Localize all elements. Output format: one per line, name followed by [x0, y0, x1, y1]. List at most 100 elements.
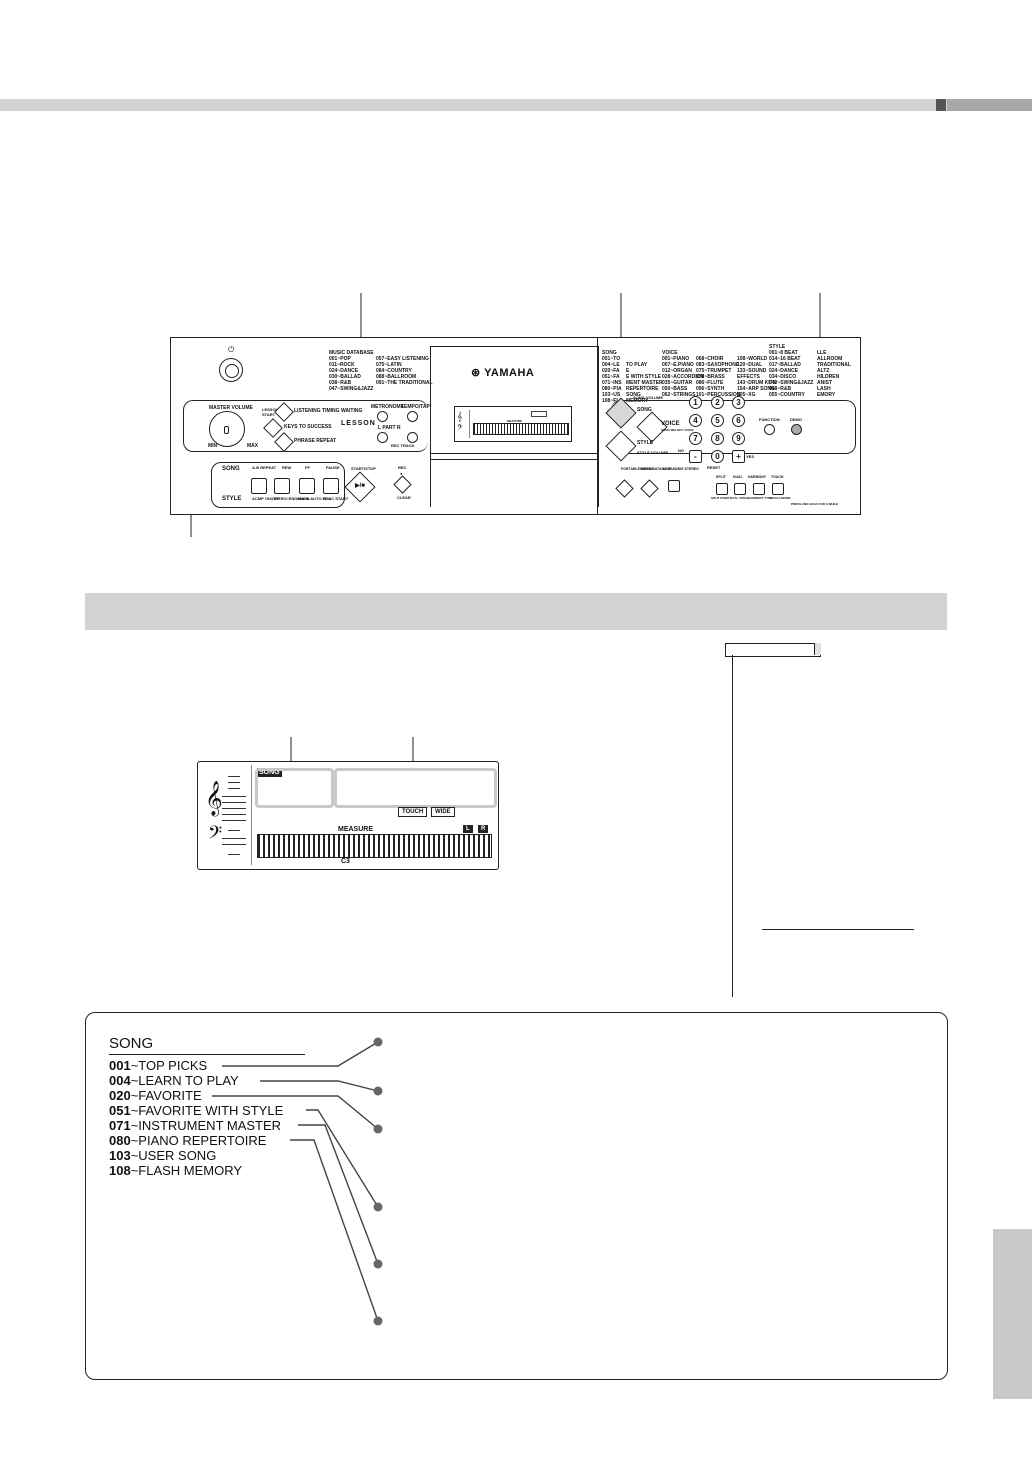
voice-list-col1: 001~PIANO 007~E.PIANO 012~ORGAN 028~ACCO…	[662, 356, 705, 398]
music-database-btn-label: MUSIC DATABASE	[640, 467, 672, 471]
music-database-header: MUSIC DATABASE	[329, 350, 374, 356]
lcd-measure-label: MEASURE	[338, 826, 374, 833]
dual-voice-label: DUAL VOICE	[730, 496, 749, 500]
press-hold-label: PRESS AND HOLD FOR A WHILE	[791, 502, 839, 506]
section-bar	[85, 593, 947, 630]
lesson-frame	[183, 400, 428, 452]
dual-label: DUAL	[733, 475, 743, 479]
list-item: 004~LEARN TO PLAY	[109, 1073, 239, 1088]
part-l-button[interactable]	[377, 432, 388, 443]
sync-start-label: SYNC START	[323, 496, 349, 501]
voice-list-col2: 068~CHOIR 083~SAXOPHONE 075~TRUMPET 078~…	[696, 356, 741, 398]
num-3-button[interactable]: 3	[732, 396, 745, 409]
power-switch[interactable]	[219, 358, 243, 382]
yamaha-emblem-icon: ⊛	[471, 367, 481, 379]
panel-divider-h	[430, 453, 599, 454]
num-1-button[interactable]: 1	[689, 396, 702, 409]
yes-label: YES	[746, 454, 755, 459]
demo-button[interactable]	[791, 424, 802, 435]
num-minus-button[interactable]: -	[689, 450, 702, 463]
volume-max-label: MAX	[247, 443, 259, 449]
lcd-c3-label: C3	[341, 858, 350, 865]
part-r-button[interactable]	[407, 432, 418, 443]
rec-dot-icon: ●	[400, 471, 403, 476]
brand-logo: ⊛ YAMAHA	[471, 367, 535, 379]
list-item: 071~INSTRUMENT MASTER	[109, 1118, 282, 1133]
tempo-tap-label: TEMPO/TAP	[401, 404, 430, 410]
num-9-button[interactable]: 9	[732, 432, 745, 445]
lcd-wide-indicator: WIDE	[431, 807, 455, 817]
ff-button[interactable]	[299, 478, 315, 494]
bass-clef-icon: 𝄢	[208, 823, 223, 848]
num-2-button[interactable]: 2	[711, 396, 724, 409]
ultrawide-button[interactable]	[668, 480, 680, 492]
music-database-col2: 057~EASY LISTENING 075~LATIN 084~COUNTRY…	[376, 356, 433, 386]
touch-sense-label: TOUCH SENSE	[769, 496, 791, 500]
keyboard-panel: ⏻ MUSIC DATABASE 001~POP 011~ROCK 024~DA…	[170, 337, 861, 515]
master-volume-knob[interactable]	[209, 411, 245, 447]
dual-button[interactable]	[734, 483, 746, 495]
num-4-button[interactable]: 4	[689, 414, 702, 427]
note-vertical-line	[732, 655, 733, 997]
note-underline	[762, 929, 914, 930]
style-volume-label: STYLE VOLUME	[637, 450, 669, 455]
metronome-button[interactable]	[377, 411, 388, 422]
header-right-block	[947, 99, 1032, 111]
lcd-staff-divider	[251, 765, 252, 865]
list-item: 001~TOP PICKS	[109, 1058, 208, 1073]
master-volume-label: MASTER VOLUME	[209, 405, 253, 411]
demo-label: DEMO	[790, 417, 802, 422]
num-7-button[interactable]: 7	[689, 432, 702, 445]
ab-repeat-label: A-B REPEAT	[252, 465, 277, 470]
num-8-button[interactable]: 8	[711, 432, 724, 445]
lcd-keyboard	[257, 834, 492, 858]
function-button[interactable]	[764, 424, 775, 435]
split-button[interactable]	[716, 483, 728, 495]
mini-lcd-keys	[473, 423, 569, 435]
lcd-name-area	[334, 768, 497, 808]
lcd-figure: 𝄞 𝄢 SONG TOUCH WIDE MEASURE L R C3	[197, 761, 499, 870]
clear-label: CLEAR	[397, 495, 411, 500]
style-list-col2: LLE ALLROOM TRADITIONAL ALTZ HILDREN ANI…	[817, 350, 851, 398]
rec-label: REC	[398, 465, 407, 470]
rec-track-label: REC TRACK	[391, 443, 415, 448]
part-label: L PART R	[378, 425, 401, 431]
reset-label: RESET	[707, 465, 721, 470]
song-category-box	[85, 1012, 948, 1380]
tempo-tap-button[interactable]	[407, 411, 418, 422]
style-list-col1: 001~8 BEAT 014~16 BEAT 017~BALLAD 024~DA…	[769, 350, 814, 398]
panel-divider-h2	[430, 459, 599, 460]
staff-lines	[222, 772, 246, 858]
keys-to-success-label: KEYS TO SUCCESS	[284, 424, 332, 430]
num-0-button[interactable]: 0	[711, 450, 724, 463]
display-frame	[430, 346, 599, 507]
harmony-label: HARMONY	[748, 475, 767, 479]
song-category-title-underline	[109, 1054, 305, 1055]
song-list-header: SONG	[602, 350, 617, 356]
num-6-button[interactable]: 6	[732, 414, 745, 427]
pause-button[interactable]	[323, 478, 339, 494]
lcd-touch-indicator: TOUCH	[398, 807, 428, 817]
harmony-button[interactable]	[753, 483, 765, 495]
rew-button[interactable]	[274, 478, 290, 494]
num-5-button[interactable]: 5	[711, 414, 724, 427]
rew-label: REW	[282, 465, 292, 470]
list-item: 080~PIANO REPERTOIRE	[109, 1133, 267, 1148]
style-button-label: STYLE	[637, 440, 654, 446]
ab-repeat-button[interactable]	[251, 478, 267, 494]
touch-button[interactable]	[772, 483, 784, 495]
lesson-start-label: LESSON START	[262, 407, 279, 417]
song-category-list: 001~TOP PICKS 004~LEARN TO PLAY 020~FAVO…	[109, 1058, 283, 1178]
lcd-song-tag: SONG	[257, 768, 282, 777]
song-button-label: SONG	[637, 407, 652, 413]
style-list-header: STYLE	[769, 344, 786, 350]
num-plus-button[interactable]: +	[732, 450, 745, 463]
list-item: 051~FAVORITE WITH STYLE	[109, 1103, 284, 1118]
music-database-col1: 001~POP 011~ROCK 024~DANCE 030~BALLAD 03…	[329, 356, 374, 392]
no-label: NO	[678, 448, 684, 453]
ultrawide-label: ULTRAWIDE STEREO	[663, 467, 699, 471]
mini-lcd: 𝄞𝄢 MEASURE	[454, 406, 572, 442]
listening-label: LISTENING TIMING WAITING	[294, 408, 363, 414]
power-icon: ⏻	[228, 345, 235, 354]
